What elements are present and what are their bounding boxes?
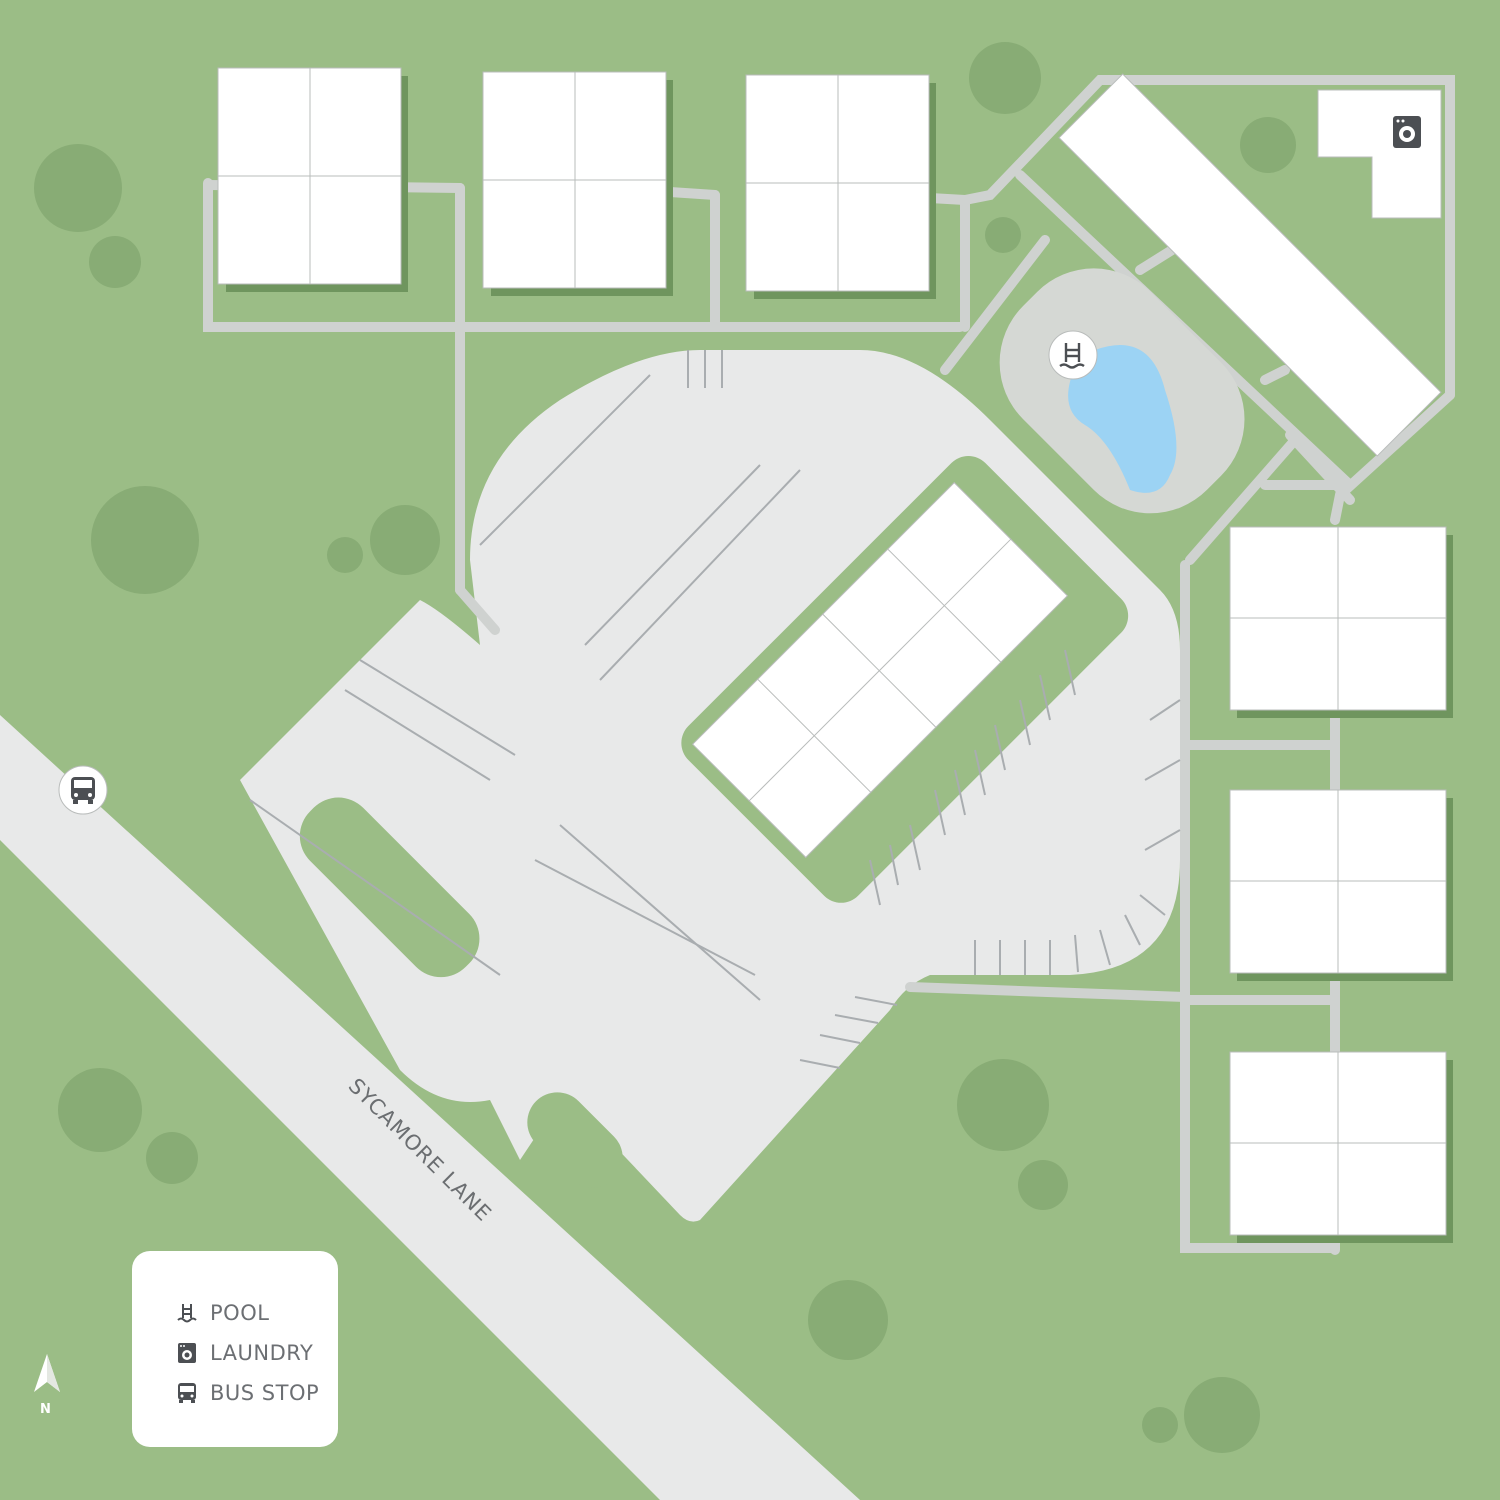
pool-marker[interactable] xyxy=(1048,330,1098,380)
legend-label-laundry: LAUNDRY xyxy=(210,1341,314,1365)
legend-label-pool: POOL xyxy=(210,1301,270,1325)
map-legend: POOL LAUNDRY BUS STOP xyxy=(132,1251,338,1447)
building-long xyxy=(1058,73,1442,457)
bus-icon xyxy=(178,1383,196,1403)
laundry-icon xyxy=(178,1343,196,1363)
pool-icon xyxy=(1059,343,1085,369)
north-compass: N xyxy=(30,1352,64,1422)
building-right-2 xyxy=(1229,789,1447,974)
parking-stalls xyxy=(249,350,1181,1069)
pool-water xyxy=(1068,345,1177,493)
building-central xyxy=(691,481,1069,859)
building-top-3 xyxy=(745,74,930,292)
building-right-3 xyxy=(1229,1051,1447,1236)
legend-item-bus-stop: BUS STOP xyxy=(176,1373,338,1413)
walkways xyxy=(203,75,1455,1255)
legend-item-pool: POOL xyxy=(176,1293,338,1333)
trees xyxy=(34,42,1296,1453)
pool-icon xyxy=(177,1304,197,1323)
compass-label: N xyxy=(40,1402,51,1417)
buildings xyxy=(217,67,1447,1236)
legend-label-bus-stop: BUS STOP xyxy=(210,1381,320,1405)
bus-stop-marker[interactable] xyxy=(58,765,108,815)
building-top-1 xyxy=(217,67,402,285)
lot-island-bottom xyxy=(527,1092,623,1188)
legend-item-laundry: LAUNDRY xyxy=(176,1333,338,1373)
sycamore-lane-road xyxy=(0,715,860,1500)
bus-icon xyxy=(71,777,95,804)
lot-island-left xyxy=(299,797,480,978)
north-arrow-icon xyxy=(34,1354,60,1392)
building-top-2 xyxy=(482,71,667,289)
building-right-1 xyxy=(1229,526,1447,711)
laundry-marker[interactable] xyxy=(1393,116,1421,148)
